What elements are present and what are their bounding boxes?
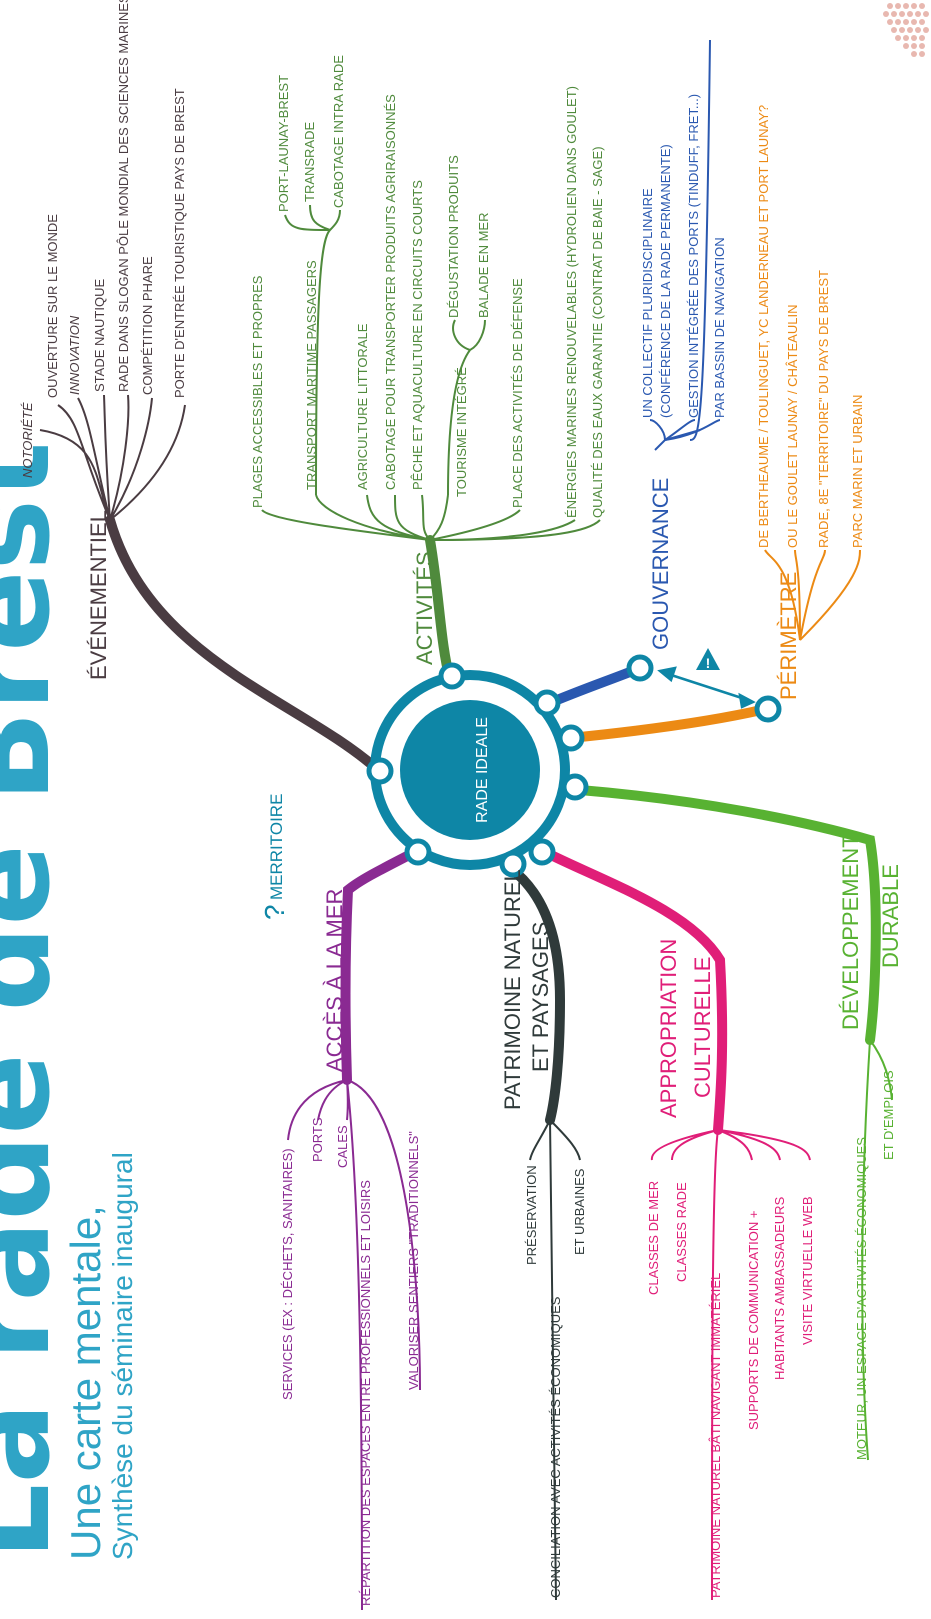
list-item: ET D'EMPLOIS <box>881 1070 896 1160</box>
list-item: CABOTAGE INTRA RADE <box>331 55 346 208</box>
branch-appropriation-line <box>540 847 728 1135</box>
list-item: PRÉSERVATION <box>524 1165 539 1265</box>
list-item: DE BERTHEAUME / TOULINGUET, YC LANDERNEA… <box>756 105 771 548</box>
perimetre-items: DE BERTHEAUME / TOULINGUET, YC LANDERNEA… <box>756 105 865 548</box>
subtitle: Une carte mentale, <box>62 1205 109 1560</box>
list-item: RÉPARTITION DES ESPACES ENTRE PROFESSION… <box>358 1180 373 1606</box>
label-gouvernance: GOUVERNANCE <box>648 478 673 650</box>
list-item: CALES <box>335 1125 350 1168</box>
branch-appropriation-fan <box>650 1129 811 1601</box>
list-item: VALORISER SENTIERS "TRADITIONNELS" <box>406 1131 421 1390</box>
list-item: (CONFÉRENCE DE LA RADE PERMANENTE) <box>658 144 673 418</box>
list-item: RADE DANS SLOGAN PÔLE MONDIAL DES SCIENC… <box>116 0 131 392</box>
acces-items: SERVICES (EX : DÉCHETS, SANITAIRES) PORT… <box>280 1117 421 1606</box>
list-item: CABOTAGE POUR TRANSPORTER PRODUITS AGRIR… <box>383 94 398 490</box>
list-item: QUALITÉ DES EAUX GARANTIE (CONTRAT DE BA… <box>590 146 605 518</box>
list-item: ET URBAINES <box>572 1168 587 1255</box>
list-item: DÉGUSTATION PRODUITS <box>446 155 461 318</box>
list-item: BALADE EN MER <box>476 213 491 318</box>
branch-gouvernance-fan <box>649 39 721 441</box>
subtitle-line2: Synthèse du séminaire inaugural <box>107 1152 138 1560</box>
list-item: CONCILIATION AVEC ACTIVITÉS ÉCONOMIQUES <box>548 1296 563 1598</box>
list-item: CLASSES DE MER <box>646 1181 661 1295</box>
list-item: MOTEUR, UN ESPACE D'ACTIVITÉS ÉCONOMIQUE… <box>854 1137 869 1460</box>
list-item: INNOVATION <box>67 315 82 395</box>
list-item: VISITE VIRTUELLE WEB <box>800 1196 815 1345</box>
patrimoine-items: PRÉSERVATION CONCILIATION AVEC ACTIVITÉS… <box>524 1165 587 1598</box>
list-item: COMPÉTITION PHARE <box>140 256 155 395</box>
branch-evenementiel-fan <box>39 394 186 521</box>
list-item: TRANSPORT MARITIME PASSAGERS <box>304 260 319 490</box>
branch-patrimoine-fan <box>529 1119 581 1601</box>
branch-developpement-fan <box>861 1039 893 1461</box>
corner-dot-pattern <box>883 3 929 57</box>
branch-perimetre-fan <box>764 549 861 641</box>
label-appropriation-2: CULTURELLE <box>690 957 715 1098</box>
list-item: CLASSES RADE <box>674 1182 689 1282</box>
list-item: PARC MARIN ET URBAIN <box>850 395 865 548</box>
merritoire-group: ? MERRITOIRE <box>259 794 290 920</box>
gouvernance-items: UN COLLECTIF PLURIDISCIPLINAIRE (CONFÉRE… <box>640 94 727 418</box>
label-developpement-2: DURABLE <box>878 864 903 968</box>
label-acces: ACCÈS À LA MER <box>322 889 347 1072</box>
list-item: PÊCHE ET AQUACULTURE EN CIRCUITS COURTS <box>410 180 425 490</box>
list-item: PAR BASSIN DE NAVIGATION <box>712 237 727 418</box>
appropriation-items: CLASSES DE MER CLASSES RADE PATRIMOINE N… <box>646 1181 815 1598</box>
evenementiel-items: NOTORIÉTÉ OUVERTURE SUR LE MONDE INNOVAT… <box>20 0 187 478</box>
main-title: La rade de Brest <box>0 442 77 1560</box>
list-item: STADE NAUTIQUE <box>92 279 107 392</box>
list-item: RADE, 8E "TERRITOIRE" DU PAYS DE BREST <box>816 270 831 548</box>
connector-rings <box>366 654 782 878</box>
list-item: PORTS <box>310 1117 325 1162</box>
list-item: GESTION INTÉGRÉE DES PORTS (TINDUFF, FRE… <box>686 94 701 418</box>
activites-items: PLAGES ACCESSIBLES ET PROPRES TRANSPORT … <box>250 55 605 518</box>
branch-acces-line <box>340 847 420 1085</box>
list-item: PLACE DES ACTIVITÉS DE DÉFENSE <box>510 278 525 508</box>
label-appropriation-1: APPROPRIATION <box>656 939 681 1118</box>
gouvernance-bracket <box>654 429 701 451</box>
warning-icon: ! <box>696 648 720 671</box>
list-item: AGRICULTURE LITTORALE <box>355 323 370 490</box>
center-label: RADE IDEALE <box>474 717 491 823</box>
developpement-items: MOTEUR, UN ESPACE D'ACTIVITÉS ÉCONOMIQUE… <box>854 1070 896 1460</box>
branch-patrimoine-line <box>505 863 566 1125</box>
label-perimetre: PÉRIMÈTRE <box>776 572 801 700</box>
label-developpement-1: DÉVELOPPEMENT <box>838 834 863 1030</box>
list-item: OU LE GOULET LAUNAY / CHÂTEAULIN <box>785 305 800 548</box>
list-item: NOTORIÉTÉ <box>20 402 35 478</box>
label-activites: ACTIVITÉS <box>412 551 437 665</box>
title-block: La rade de Brest Une carte mentale, Synt… <box>0 442 138 1560</box>
list-item: PLAGES ACCESSIBLES ET PROPRES <box>250 275 265 508</box>
label-evenementiel: ÉVÉNEMENTIEL <box>86 510 111 680</box>
list-item: PORTE D'ENTRÉE TOURISTIQUE PAYS DE BREST <box>172 88 187 398</box>
branch-activites-fan <box>261 204 601 541</box>
branch-acces-fan <box>287 1079 421 1611</box>
list-item: TOURISME INTÉGRÉ <box>454 367 469 497</box>
merritoire-mark: ? <box>259 904 290 920</box>
branch-perimetre-line <box>565 703 775 743</box>
svg-text:!: ! <box>706 655 711 671</box>
list-item: PATRIMOINE NATUREL BÂTI NAVIGANT IMMATÉR… <box>708 1273 723 1598</box>
branch-developpement-line <box>575 785 881 1045</box>
list-item: ÉNERGIES MARINES RENOUVELABLES (HYDROLIE… <box>564 86 579 518</box>
list-item: TRANSRADE <box>302 121 317 202</box>
list-item: OUVERTURE SUR LE MONDE <box>45 214 60 398</box>
double-arrow <box>657 666 756 709</box>
list-item: HABITANTS AMBASSADEURS <box>772 1196 787 1380</box>
label-patrimoine-1: PATRIMOINE NATUREL <box>500 869 525 1110</box>
branch-evenementiel-line <box>105 515 383 775</box>
label-merritoire: MERRITOIRE <box>267 794 286 900</box>
label-patrimoine-2: ET PAYSAGES <box>528 922 553 1072</box>
list-item: SERVICES (EX : DÉCHETS, SANITAIRES) <box>280 1148 295 1400</box>
list-item: UN COLLECTIF PLURIDISCIPLINAIRE <box>640 188 655 418</box>
list-item: PORT-LAUNAY-BREST <box>276 75 291 212</box>
list-item: SUPPORTS DE COMMUNICATION + <box>746 1211 761 1430</box>
